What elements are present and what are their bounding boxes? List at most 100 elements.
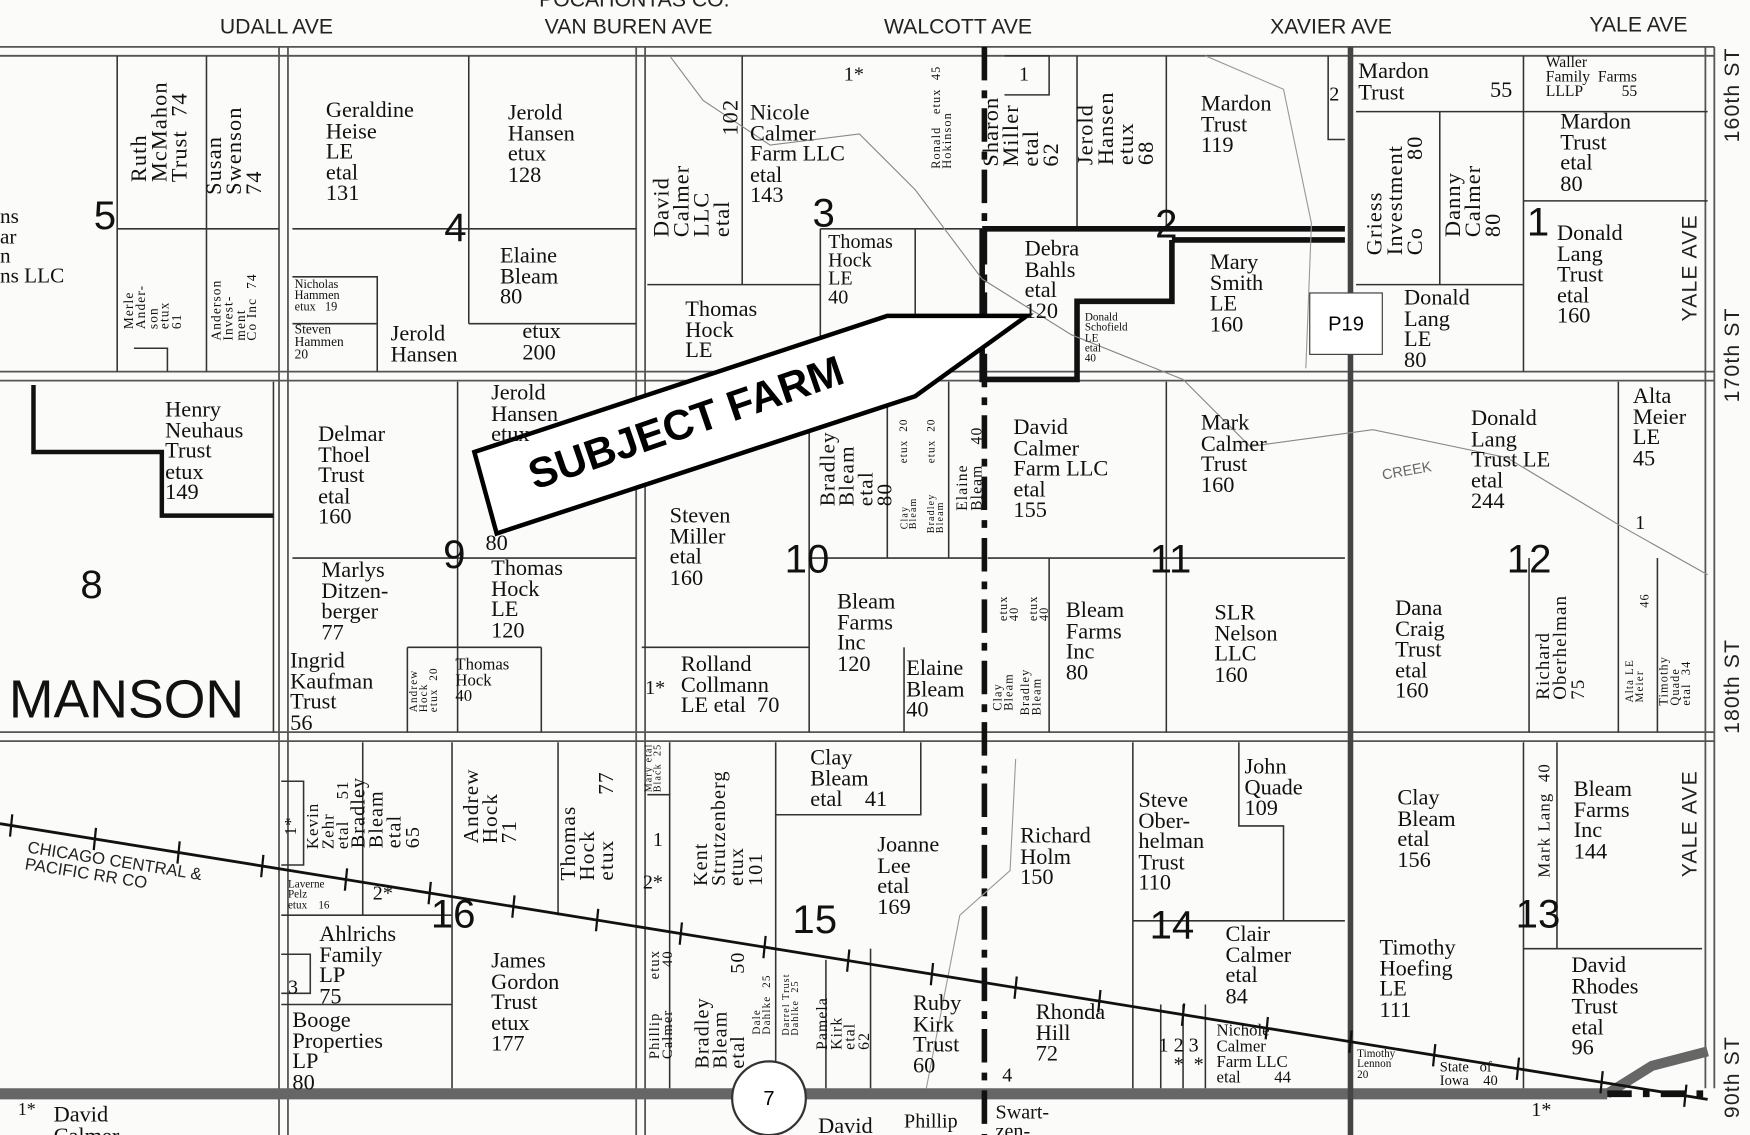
railroad-tick bbox=[176, 841, 181, 864]
parcel-owner-label: 1* bbox=[1531, 1098, 1552, 1121]
parcel-owner-label: Timothy Hoefing LE 111 bbox=[1379, 935, 1456, 1023]
parcel-owner-label: Delmar Thoel Trust etal 160 bbox=[318, 421, 386, 530]
parcel-owner-label-vertical: Bradley Bleam etal 80 bbox=[816, 431, 898, 507]
railroad-line bbox=[0, 822, 1708, 1101]
parcel-owner-label-vertical: etux 20 bbox=[925, 418, 939, 464]
parcel-owner-label: Booge Properties LP 80 bbox=[292, 1007, 383, 1095]
parcel-owner-label-vertical: 1* bbox=[282, 816, 301, 836]
railroad-tick bbox=[1348, 1030, 1353, 1053]
parcel-owner-label-vertical: Griess Investment Co 80 bbox=[1362, 135, 1428, 256]
parcel-owner-label-vertical: Timothy Quade etal 34 bbox=[1657, 655, 1694, 706]
parcel-owner-label: 3 bbox=[287, 975, 298, 998]
parcel-owner-label: Thomas Hock LE 40 bbox=[828, 229, 893, 309]
parcel-boundary bbox=[281, 953, 312, 995]
railroad-tick bbox=[343, 868, 349, 891]
parcel-owner-label-vertical: Bradley Bleam bbox=[925, 493, 946, 534]
parcel-owner-label-vertical: Pamela Kirk etal 62 bbox=[814, 997, 874, 1050]
subject-farm-boundary bbox=[979, 228, 1175, 383]
road-label: VAN BUREN AVE bbox=[544, 15, 713, 40]
parcel-owner-label: Phillip bbox=[904, 1109, 958, 1132]
parcel-boundary bbox=[133, 347, 169, 372]
section-number: 4 bbox=[444, 204, 467, 251]
parcel-owner-label: Mardon Trust etal 80 bbox=[1560, 109, 1631, 197]
parcel-owner-label: Joanne Lee etal 169 bbox=[877, 832, 940, 920]
parcel-owner-label: Mark Calmer Trust 160 bbox=[1200, 410, 1267, 498]
parcel-owner-label-vertical: etux 40 bbox=[996, 595, 1022, 622]
road-label: 180th ST bbox=[1721, 638, 1745, 734]
parcel-owner-label: 1 bbox=[1018, 62, 1030, 85]
parcel-boundary bbox=[1327, 55, 1345, 141]
parcel-owner-label-vertical: Kevin Zehr etal 51 bbox=[304, 780, 353, 850]
parcel-boundary bbox=[1238, 742, 1285, 921]
parcel-owner-label-vertical: Susan Swenson 74 bbox=[202, 106, 267, 195]
parcel-owner-label: Nicole Calmer Farm LLC etal 143 bbox=[750, 100, 845, 209]
parcel-owner-label: Alta Meier LE 45 bbox=[1632, 383, 1687, 471]
parcel-owner-label: Mardon Trust 119 bbox=[1200, 91, 1272, 158]
parcel-owner-label: Donald Schofield LE etal 40 bbox=[1084, 311, 1128, 366]
railroad-tick bbox=[1515, 1057, 1521, 1080]
railroad-tick bbox=[427, 881, 432, 905]
parcel-owner-label-vertical: etux 40 bbox=[1026, 595, 1052, 622]
road-label: YALE AVE bbox=[1678, 770, 1703, 878]
parcel-owner-label: Ingrid Kaufman Trust 56 bbox=[290, 648, 374, 736]
parcel-owner-label-vertical: Kent Strutzenberg etux 101 bbox=[689, 770, 766, 886]
parcel-owner-label-vertical: Darrel Trust Dahlke 25 bbox=[780, 973, 801, 1036]
parcel-boundary bbox=[1004, 55, 1050, 96]
section-number: 13 bbox=[1515, 890, 1561, 937]
parcel-owner-label: James Gordon Trust etux 177 bbox=[491, 948, 560, 1057]
parcel-owner-label: Mardon Trust bbox=[1358, 59, 1429, 105]
parcel-owner-label: Jerold Hansen etux bbox=[491, 380, 559, 447]
section-number: 16 bbox=[430, 890, 476, 937]
section-number: 15 bbox=[792, 896, 838, 942]
parcel-boundary bbox=[775, 742, 922, 816]
road-label: 160th ST bbox=[1721, 47, 1745, 143]
parcel-owner-label: Jerold Hansen etux 128 bbox=[507, 100, 575, 188]
section-number: 10 bbox=[784, 535, 830, 582]
parcel-owner-label-vertical: Alta LE Meier bbox=[1623, 659, 1647, 703]
parcel-owner-label-vertical: Anderson Invest- ment Co Inc 74 bbox=[208, 273, 260, 341]
parcel-owner-label-vertical: Ruth McMahon Trust 74 bbox=[127, 81, 192, 183]
section-number: 11 bbox=[1149, 535, 1192, 582]
railroad-tick bbox=[1599, 1070, 1604, 1094]
parcel-owner-label: ns ar n ns LLC bbox=[0, 205, 65, 288]
railroad-tick bbox=[929, 962, 935, 986]
railroad-tick bbox=[92, 827, 98, 851]
parcel-owner-label-vertical: Sharon Miller etal 62 bbox=[978, 96, 1064, 167]
county-road-marker: P19 bbox=[1309, 292, 1383, 355]
highway-shield: 7 bbox=[731, 1060, 807, 1135]
parcel-owner-label-vertical: Bradley Bleam etal 50 bbox=[690, 951, 750, 1069]
parcel-owner-label: 2 bbox=[1329, 82, 1340, 105]
parcel-owner-label-vertical: Danny Calmer 80 bbox=[1440, 164, 1506, 238]
parcel-owner-label: Debra Bahls etal 120 bbox=[1024, 236, 1080, 324]
parcel-owner-label-vertical: Mary etal Black 25 bbox=[642, 743, 663, 793]
creek-line bbox=[925, 758, 1017, 1089]
parcel-owner-label: Donald Lang Trust LE etal 244 bbox=[1471, 406, 1551, 514]
parcel-owner-label: David Rhodes Trust etal 96 bbox=[1571, 953, 1639, 1061]
parcel-owner-label: Thomas Hock LE bbox=[685, 296, 758, 363]
railroad-tick bbox=[1013, 976, 1018, 999]
creek-line bbox=[669, 55, 1708, 576]
creek-line bbox=[1205, 55, 1312, 369]
parcel-owner-label: 55 bbox=[1489, 78, 1513, 103]
parcel-owner-label-vertical: David Calmer LLC etal bbox=[649, 164, 735, 238]
road-label: XAVIER AVE bbox=[1270, 15, 1392, 40]
section-number: 2 bbox=[1155, 200, 1178, 247]
railroad-tick bbox=[8, 814, 14, 837]
parcel-owner-label: SLR Nelson LLC 160 bbox=[1214, 600, 1278, 688]
railroad-tick bbox=[1683, 1084, 1688, 1108]
parcel-owner-label: Henry Neuhaus Trust etux 149 bbox=[165, 397, 244, 505]
parcel-owner-label-vertical: Andrew Hock 71 bbox=[460, 768, 522, 844]
parcel-owner-label: David bbox=[818, 1113, 873, 1135]
parcel-owner-label: State of Iowa 40 bbox=[1439, 1058, 1498, 1089]
parcel-owner-label: Thomas Hock LE 120 bbox=[491, 555, 564, 643]
parcel-owner-label: Swart- zen- bbox=[995, 1100, 1050, 1135]
railroad-tick bbox=[846, 949, 851, 972]
section-number: 14 bbox=[1149, 901, 1195, 948]
parcel-owner-label: 1 2 3 * * bbox=[1158, 1033, 1204, 1075]
parcel-owner-label: 1* bbox=[17, 1100, 36, 1120]
road-label: 170th ST bbox=[1721, 307, 1745, 403]
parcel-owner-label: 2* bbox=[372, 881, 393, 905]
railroad-tick bbox=[1180, 1003, 1186, 1026]
railroad-tick bbox=[511, 895, 516, 918]
